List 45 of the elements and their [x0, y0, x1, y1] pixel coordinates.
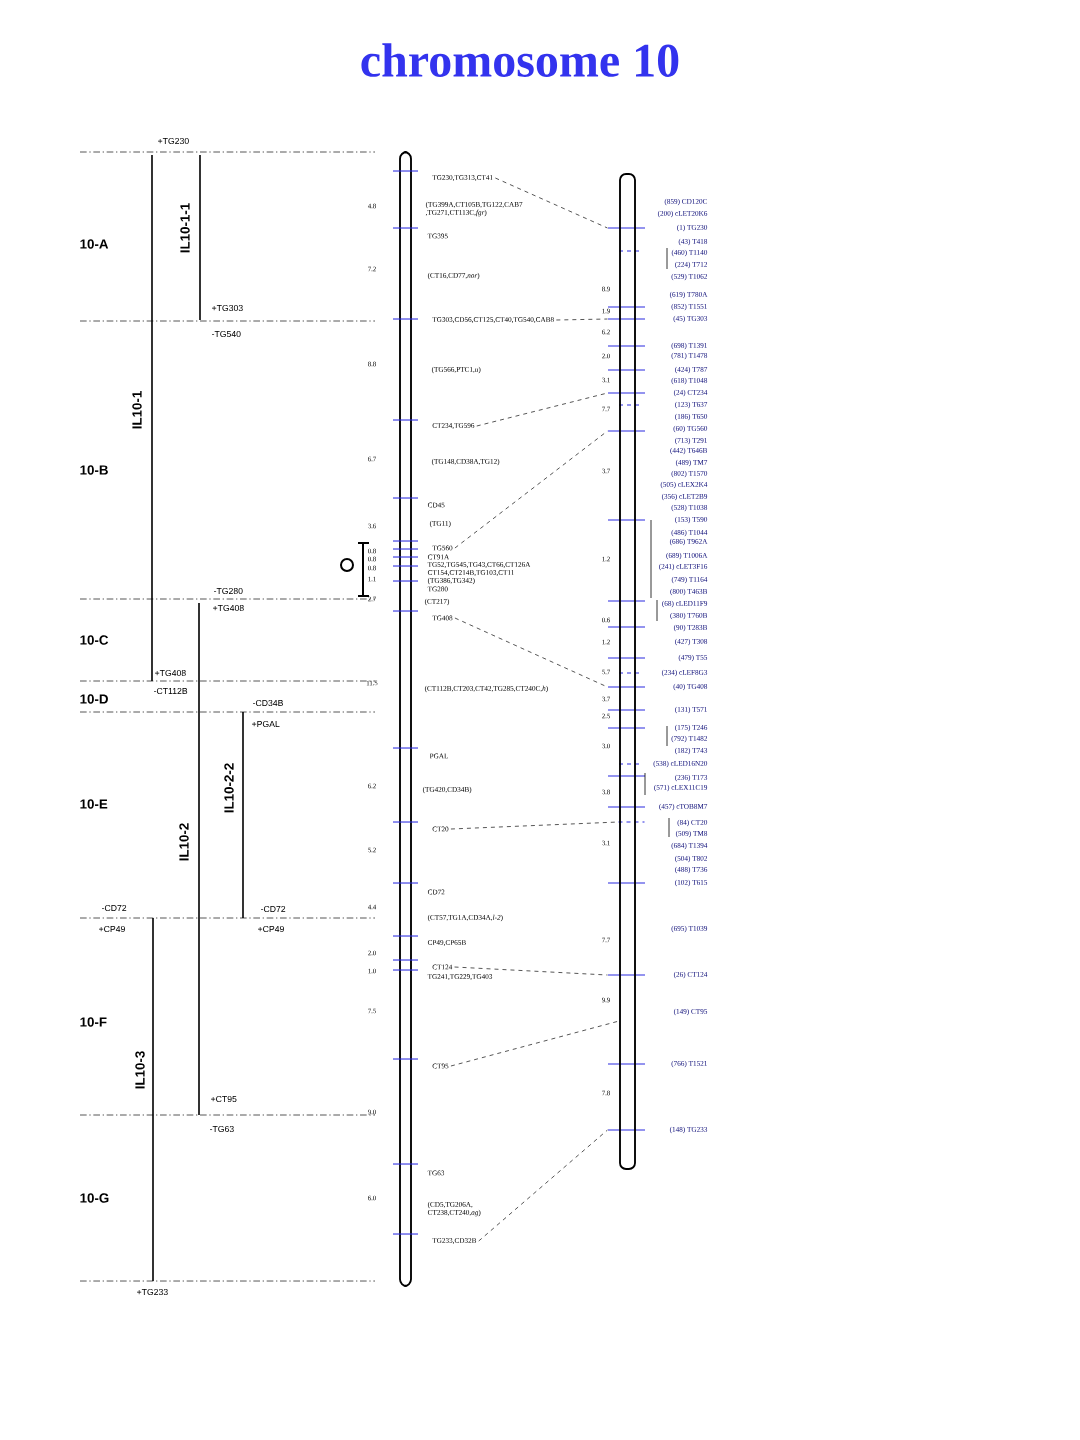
dashed-connector — [454, 430, 608, 549]
marker-label: +PGAL — [252, 720, 280, 728]
line-name-label: IL10-2-2 — [224, 763, 234, 813]
marker-label: +CT95 — [211, 1095, 237, 1103]
marker-label: -TG63 — [210, 1125, 234, 1133]
dashed-connector — [454, 617, 608, 688]
dashed-connector — [450, 1020, 620, 1067]
marker-label: -CD72 — [261, 905, 286, 913]
marker-tick — [607, 686, 646, 688]
marker-tick — [607, 1129, 646, 1131]
dashed-connector — [495, 177, 608, 229]
section-label: 10-E — [80, 799, 108, 809]
marker-label: +TG408 — [155, 669, 186, 677]
marker-label: +CP49 — [258, 925, 284, 933]
marker-label: -CD34B — [253, 699, 283, 707]
dashed-connector — [454, 966, 608, 976]
line-name-label: IL10-2 — [179, 823, 189, 861]
title: chromosome 10 — [361, 43, 679, 77]
marker-label: -CD72 — [102, 904, 127, 912]
line-name-label: IL10-1-1 — [180, 203, 190, 253]
section-label: 10-G — [80, 1193, 109, 1203]
dashed-connector — [478, 1129, 608, 1242]
marker-label: +TG230 — [158, 137, 189, 145]
chromosome-bar — [619, 173, 636, 1170]
section-label: 10-C — [80, 635, 109, 645]
marker-label: +TG303 — [212, 304, 243, 312]
line-name-label: IL10-1 — [132, 391, 142, 429]
marker-label: +TG408 — [213, 604, 244, 612]
marker-label: +CP49 — [99, 925, 125, 933]
marker-tick — [607, 318, 646, 320]
marker-tick — [607, 430, 646, 432]
section-label: 10-B — [80, 465, 108, 475]
dashed-connector — [556, 318, 608, 321]
marker-tick — [607, 974, 646, 976]
section-label: 10-D — [80, 694, 108, 704]
marker-label: +TG233 — [137, 1288, 168, 1296]
line-name-label: IL10-3 — [135, 1051, 145, 1089]
marker-label: -TG540 — [212, 330, 241, 338]
marker-label: -TG280 — [214, 587, 243, 595]
marker-tick — [607, 392, 646, 394]
marker-tick — [607, 227, 646, 229]
section-label: 10-F — [80, 1017, 107, 1027]
marker-label: -CT112B — [154, 687, 188, 695]
dashed-connector — [476, 392, 608, 427]
section-label: 10-A — [80, 239, 109, 249]
